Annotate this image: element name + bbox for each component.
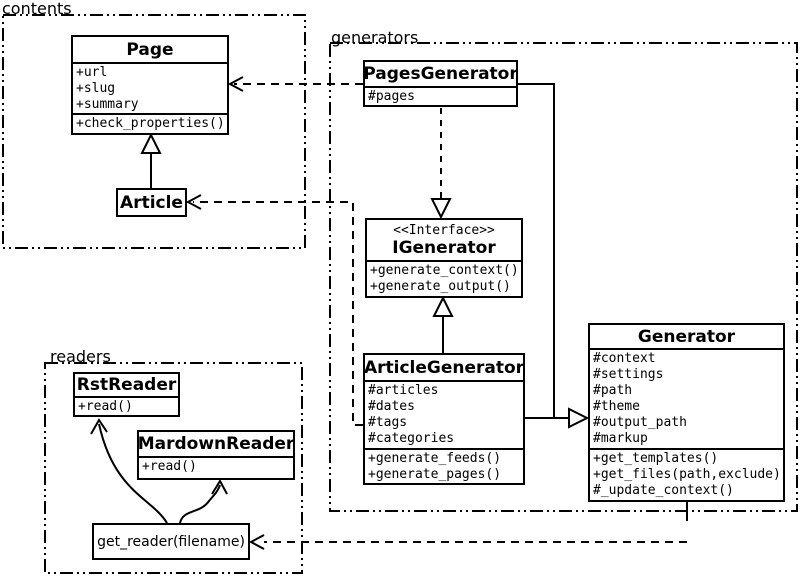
realization-arrowhead-igenerator	[430, 198, 452, 220]
class-rstreader-title: RstReader	[76, 375, 177, 395]
package-border-generators	[329, 42, 798, 512]
dependency-arrowhead-page	[227, 76, 244, 92]
class-attribute: #settings	[593, 367, 664, 382]
class-rstreader: RstReader +read()	[73, 372, 180, 417]
generalization-pagesgenerator-generator-line	[518, 83, 555, 418]
generalization-arrowhead-generator	[568, 407, 590, 429]
dependency-arrowhead-article	[185, 194, 202, 210]
arrow-getreader-rstreader-line	[98, 423, 168, 524]
package-label-contents: contents	[2, 0, 72, 18]
class-igenerator-title: <<Interface>> IGenerator	[367, 220, 521, 260]
class-pagesgenerator: PagesGenerator #pages	[363, 60, 518, 107]
class-rstreader-methods: +read()	[75, 396, 178, 415]
class-attribute: +url	[76, 65, 108, 80]
generalization-arrowhead-page	[140, 132, 162, 154]
class-article-title: Article	[120, 192, 183, 213]
dependency-arrowhead-getreader	[248, 534, 265, 550]
class-mardownreader-methods: +read()	[139, 456, 293, 478]
class-mardownreader: MardownReader +read()	[137, 430, 295, 480]
class-method: +generate_context()	[370, 263, 519, 278]
class-generator-title: Generator	[637, 326, 736, 347]
class-attribute: #articles	[368, 383, 439, 398]
class-method: +generate_pages()	[368, 467, 502, 482]
arrow-arrowhead-mardownreader	[211, 478, 228, 495]
class-attribute: #pages	[368, 89, 415, 104]
class-attribute: #markup	[593, 431, 648, 446]
class-articlegenerator-title: ArticleGenerator	[363, 357, 525, 378]
class-method: +get_templates()	[593, 451, 719, 466]
class-articlegenerator-attributes: #articles #dates #tags #categories	[365, 380, 523, 448]
class-generator-attributes: #context #settings #path #theme #output_…	[590, 348, 783, 448]
class-igenerator-stereotype: <<Interface>>	[393, 222, 495, 238]
class-attribute: #categories	[368, 431, 455, 446]
class-method: +generate_output()	[370, 279, 511, 294]
class-igenerator-methods: +generate_context() +generate_output()	[367, 260, 521, 296]
class-page-title: Page	[126, 39, 174, 60]
class-articlegenerator: ArticleGenerator #articles #dates #tags …	[363, 353, 525, 485]
class-generator: Generator #context #settings #path #them…	[588, 323, 785, 502]
dependency-articlegenerator-article-line	[193, 201, 363, 426]
class-attribute: #path	[593, 383, 633, 398]
class-attribute: #tags	[368, 415, 408, 430]
class-igenerator-name: IGenerator	[392, 237, 496, 258]
class-attribute: +slug	[76, 81, 116, 96]
package-label-readers: readers	[50, 347, 111, 366]
package-border-contents	[2, 14, 306, 249]
class-article: Article	[116, 188, 187, 217]
class-method: +check_properties()	[76, 116, 225, 131]
class-articlegenerator-methods: +generate_feeds() +generate_pages()	[365, 448, 523, 483]
class-pagesgenerator-attributes: #pages	[365, 86, 516, 105]
class-attribute: #dates	[368, 399, 415, 414]
class-method: +read()	[142, 459, 197, 474]
class-generator-methods: +get_templates() +get_files(path,exclude…	[590, 448, 783, 500]
class-pagesgenerator-title: PagesGenerator	[363, 64, 518, 84]
generalization-arrowhead-igenerator	[432, 295, 454, 317]
class-attribute: #context	[593, 351, 656, 366]
class-method: +get_files(path,exclude)	[593, 467, 781, 482]
class-method: #_update_context()	[593, 483, 734, 498]
class-mardownreader-title: MardownReader	[137, 434, 295, 454]
class-attribute: #theme	[593, 399, 640, 414]
arrow-getreader-mardownreader-line	[179, 484, 221, 524]
class-method: +generate_feeds()	[368, 451, 502, 466]
class-igenerator: <<Interface>> IGenerator +generate_conte…	[365, 218, 523, 298]
class-page-methods: +check_properties()	[73, 113, 227, 133]
class-page: Page +url +slug +summary +check_properti…	[71, 35, 229, 135]
class-attribute: +summary	[76, 97, 139, 112]
class-attribute: #output_path	[593, 415, 687, 430]
package-label-generators: generators	[331, 28, 419, 47]
arrow-arrowhead-rstreader	[90, 418, 108, 435]
function-get-reader: get_reader(filename)	[92, 523, 250, 560]
class-method: +read()	[78, 399, 133, 414]
package-border-readers	[44, 362, 303, 574]
class-page-attributes: +url +slug +summary	[73, 62, 227, 113]
